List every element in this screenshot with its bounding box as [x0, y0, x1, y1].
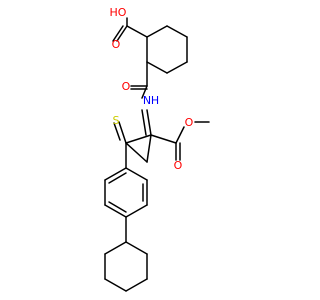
- bond: [108, 201, 127, 213]
- hydroxyl-label: HO: [110, 6, 127, 19]
- bond: [175, 126, 185, 144]
- amide-carbonyl-oxygen-label: O: [122, 80, 131, 93]
- bond: [108, 172, 127, 184]
- bond: [141, 85, 148, 99]
- bond: [141, 109, 147, 136]
- bond: [113, 122, 121, 141]
- molecule-canvas: HO O O N H S O O: [104, 6, 210, 292]
- bond: [166, 25, 188, 38]
- thiophene-sulfur-label: S: [113, 114, 120, 127]
- ester-ether-oxygen-label: O: [185, 116, 194, 129]
- bonds: [104, 17, 210, 292]
- bond: [146, 109, 152, 136]
- amide-nh-label: N H: [143, 94, 159, 107]
- bond: [126, 25, 148, 38]
- bond: [116, 25, 128, 42]
- ester-carbonyl-oxygen-label: O: [174, 159, 183, 172]
- bond: [118, 121, 127, 144]
- bond: [146, 134, 152, 163]
- bond: [125, 241, 148, 255]
- bond: [104, 278, 127, 292]
- bond: [125, 142, 148, 163]
- bond: [125, 278, 148, 292]
- chemical-structure-drawing: HO O O N H S O O: [104, 6, 210, 292]
- bond: [112, 25, 124, 42]
- bond: [125, 134, 152, 144]
- bond: [104, 167, 127, 181]
- bond: [146, 61, 168, 74]
- amide-nitrogen-label: N: [143, 94, 151, 107]
- bond: [104, 204, 127, 218]
- atom-labels: HO O O N H S O O: [110, 6, 194, 172]
- bond: [104, 241, 127, 255]
- bond: [125, 167, 148, 181]
- bond: [146, 25, 168, 38]
- bond: [166, 61, 188, 74]
- acid-carbonyl-oxygen-label: O: [112, 38, 121, 51]
- bond: [125, 204, 148, 218]
- amide-hydrogen-label: H: [151, 94, 159, 107]
- bond: [150, 134, 177, 144]
